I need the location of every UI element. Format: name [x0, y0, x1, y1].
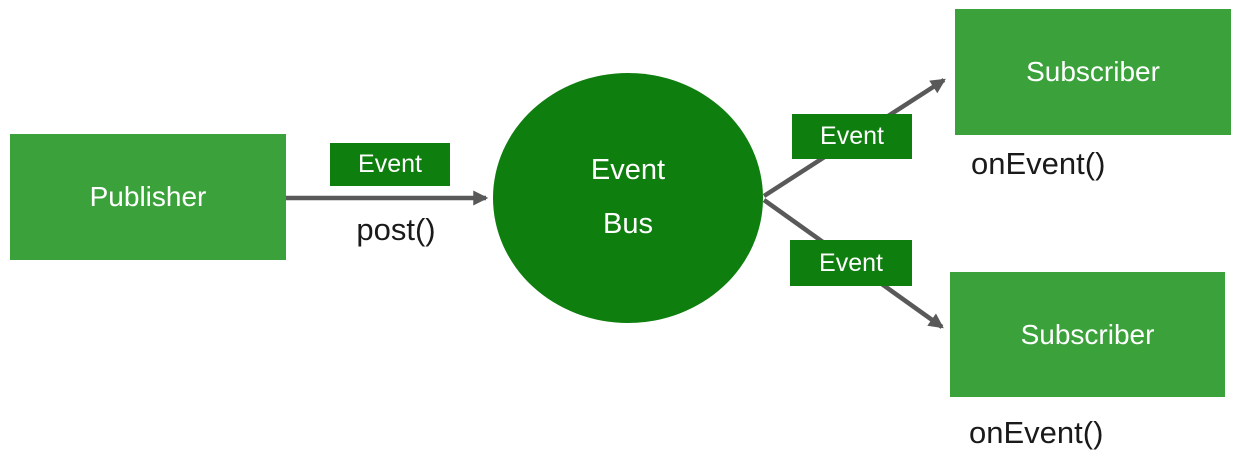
event-bus-label-line1: Event — [590, 154, 666, 187]
onevent-top-label: onEvent() — [971, 146, 1106, 181]
event-badge-left: Event — [330, 143, 450, 186]
event-badge-top-right-label: Event — [820, 122, 884, 150]
subscriber-bottom-label: Subscriber — [1020, 318, 1155, 350]
event-badge-bottom-right-label: Event — [819, 248, 883, 277]
subscriber-top-node: Subscriber — [955, 9, 1231, 135]
post-method-label: post() — [356, 212, 436, 247]
event-bus-label-line2: Bus — [603, 208, 653, 240]
publisher-label: Publisher — [89, 181, 207, 212]
subscriber-bottom-node: Subscriber — [950, 272, 1225, 397]
event-badge-bottom-right: Event — [790, 240, 912, 286]
event-badge-left-label: Event — [358, 150, 422, 178]
event-badge-top-right: Event — [792, 114, 912, 159]
onevent-bottom-label: onEvent() — [969, 415, 1104, 450]
event-bus-node: Event Bus — [493, 73, 763, 323]
publisher-node: Publisher — [10, 134, 286, 260]
subscriber-top-label: Subscriber — [1026, 56, 1160, 87]
